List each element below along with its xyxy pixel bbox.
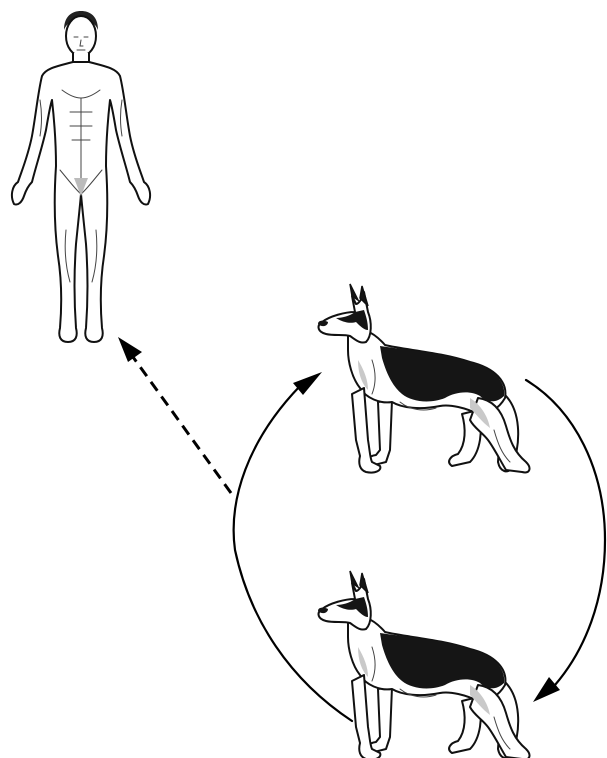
transmission-arrow-dashed <box>133 357 231 493</box>
cycle-arrow-left-head <box>293 372 322 395</box>
human-figure-icon <box>12 11 150 342</box>
transmission-arrow-head <box>118 337 142 362</box>
dog-icon-bottom <box>318 571 529 758</box>
cycle-arrow-left <box>234 386 352 721</box>
dog-icon-top <box>318 284 529 473</box>
cycle-arrow-right <box>526 380 605 685</box>
cycle-arrow-right-head <box>533 677 560 702</box>
